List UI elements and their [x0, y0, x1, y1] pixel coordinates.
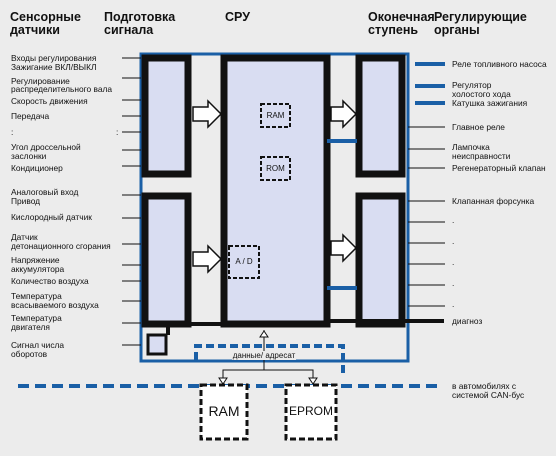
- sensor-label: :: [116, 127, 119, 137]
- header-cpu: СРУ: [225, 10, 250, 24]
- sensor-label: Температура: [11, 313, 62, 323]
- actuator-label: .: [452, 278, 455, 288]
- actuator-label: в автомобилях с: [452, 381, 517, 391]
- actuator-label: Главное реле: [452, 122, 505, 132]
- bus-arrow-up: [259, 330, 269, 338]
- actuator-label: Катушка зажигания: [452, 98, 528, 108]
- rpm-interface-box: [146, 333, 168, 356]
- actuator-label: Лампочка: [452, 142, 490, 152]
- sensor-label: Входы регулирования: [11, 53, 97, 63]
- arrow-cpu-to-output-top: [330, 99, 358, 129]
- ram-chip-external-label: RAM: [208, 403, 240, 419]
- bus-to-ram: [222, 369, 264, 383]
- actuator-label: .: [452, 257, 455, 267]
- signal-prep-box-bottom: [141, 192, 192, 328]
- actuator-label: Реле топливного насоса: [452, 59, 547, 69]
- output-stage-box-top: [355, 54, 406, 178]
- sensor-label: Количество воздуха: [11, 276, 89, 286]
- sensor-label: Скорость движения: [11, 96, 88, 106]
- arrow-prep-to-cpu-top: [192, 99, 223, 129]
- sensor-leader-lines: [122, 57, 141, 346]
- actuator-label: диагноз: [452, 316, 483, 326]
- rom-chip-small-label: ROM: [266, 164, 285, 173]
- eprom-chip-external: [284, 383, 338, 441]
- ad-converter-label: A / D: [235, 257, 253, 266]
- ram-chip-small-label: RAM: [266, 111, 285, 120]
- sensor-label: Зажигание ВКЛ/ВЫКЛ: [11, 62, 97, 72]
- actuator-label: холостого хода: [452, 89, 511, 99]
- sensor-label: Кондиционер: [11, 163, 63, 173]
- sensor-label: :: [11, 127, 14, 137]
- signal-prep-box-top: [141, 54, 192, 178]
- sensor-label: оборотов: [11, 349, 48, 359]
- sensor-label: Аналоговый вход: [11, 187, 79, 197]
- bus-to-eprom: [264, 369, 314, 383]
- sensor-label: аккумулятора: [11, 264, 65, 274]
- header-output-stage: Оконечная ступень: [368, 10, 435, 37]
- header-sensors: Сенсорные датчики: [10, 10, 81, 37]
- sensor-label: распределительного вала: [11, 84, 113, 94]
- header-actuators: Регулирующие органы: [434, 10, 527, 37]
- bus-arrow-ram: [218, 377, 228, 385]
- eprom-chip-external-label: EPROM: [288, 404, 333, 418]
- sensor-label: Регулирование: [11, 76, 70, 86]
- internal-bus-wire: [166, 322, 224, 335]
- ecu-outline: [139, 52, 410, 363]
- sensor-label: Привод: [11, 196, 41, 206]
- ram-chip-external: [199, 383, 249, 441]
- arrow-prep-to-cpu-bottom: [192, 244, 223, 274]
- header-signal-prep: Подготовка сигнала: [104, 10, 176, 37]
- external-memory-bus: [194, 344, 345, 375]
- sensor-label: всасываемого воздуха: [11, 300, 99, 310]
- actuator-label: Регенераторный клапан: [452, 163, 546, 173]
- sensor-label: Сигнал числа: [11, 340, 65, 350]
- sensor-label: Угол дроссельной: [11, 142, 81, 152]
- sensor-label: Датчик: [11, 232, 38, 242]
- sensor-label: Напряжение: [11, 255, 60, 265]
- output-stage-box-bottom: [355, 192, 406, 328]
- arrow-cpu-to-output-bottom: [330, 233, 358, 263]
- bus-arrow-eprom: [308, 377, 318, 385]
- actuator-label: Регулятор: [452, 80, 492, 90]
- actuator-label: .: [452, 215, 455, 225]
- sensor-label: двигателя: [11, 322, 50, 332]
- sensor-label: Температура: [11, 291, 62, 301]
- sensor-label: Передача: [11, 111, 50, 121]
- actuator-label: .: [452, 236, 455, 246]
- actuator-label: .: [452, 299, 455, 309]
- sensor-label: детонационного сгорания: [11, 241, 111, 251]
- sensor-label: заслонки: [11, 151, 47, 161]
- ram-chip-small: [260, 103, 291, 128]
- rom-chip-small: [260, 156, 291, 181]
- actuator-label: неисправности: [452, 151, 511, 161]
- bus-label: данные/ адресат: [232, 351, 296, 360]
- actuator-label: системой CAN-бус: [452, 390, 525, 400]
- sensor-label: Кислородный датчик: [11, 212, 92, 222]
- ad-converter-chip: [228, 245, 260, 279]
- actuator-label: Клапанная форсунка: [452, 196, 535, 206]
- actuator-leader-lines: [408, 126, 445, 307]
- cpu-box: [220, 54, 331, 328]
